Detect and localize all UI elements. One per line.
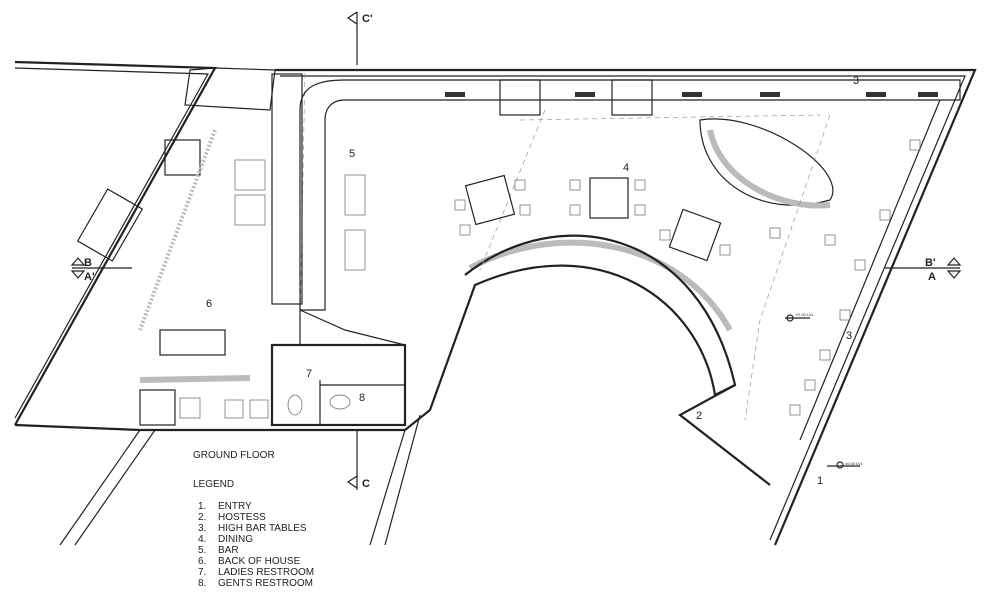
svg-text:BAR: BAR: [218, 545, 239, 556]
svg-text:B: B: [84, 257, 92, 269]
tag-back-of-house: 6: [206, 298, 212, 310]
svg-text:6.: 6.: [198, 556, 206, 567]
room-tags: 1 2 3 3 4 5 6 7 8: [206, 75, 859, 487]
svg-text:HOSTESS: HOSTESS: [218, 512, 266, 523]
svg-text:5.: 5.: [198, 545, 206, 556]
tag-gents: 8: [359, 392, 365, 404]
bar-counter: [234, 73, 961, 346]
dining-tables: [464, 79, 722, 262]
svg-text:LADIES RESTROOM: LADIES RESTROOM: [218, 567, 314, 578]
legend-item: 7. LADIES RESTROOM: [198, 567, 314, 578]
section-b-a-right: B' A: [885, 257, 962, 283]
chairs: [454, 139, 921, 416]
svg-text:8.: 8.: [198, 578, 206, 589]
zone-lines: [299, 69, 831, 421]
svg-text:C: C: [362, 478, 370, 490]
svg-text:DINING: DINING: [218, 534, 253, 545]
curved-partition: [404, 118, 834, 486]
tag-hostess: 2: [696, 410, 702, 422]
tag-high-bar-side: 3: [846, 330, 852, 342]
svg-text:±0.00 LVL: ±0.00 LVL: [845, 461, 864, 466]
svg-text:GENTS RESTROOM: GENTS RESTROOM: [218, 578, 313, 589]
svg-text:C': C': [362, 13, 373, 25]
svg-text:2.: 2.: [198, 512, 206, 523]
legend-item: 4. DINING: [198, 534, 253, 545]
high-bar-tables: [445, 92, 941, 441]
section-c-top: C': [346, 11, 373, 65]
restrooms: [270, 343, 407, 427]
tag-ladies: 7: [306, 368, 312, 380]
svg-text:BACK OF HOUSE: BACK OF HOUSE: [218, 556, 301, 567]
svg-text:A': A': [84, 271, 95, 283]
legend-item: 3. HIGH BAR TABLES: [198, 523, 307, 534]
tag-entry: 1: [817, 475, 823, 487]
legend-item: 2. HOSTESS: [198, 512, 266, 523]
svg-text:A: A: [928, 271, 936, 283]
legend: LEGEND 1. ENTRY 2. HOSTESS 3. HIGH BAR TABL…: [193, 479, 314, 589]
svg-text:HIGH BAR TABLES: HIGH BAR TABLES: [218, 523, 307, 534]
legend-item: 6. BACK OF HOUSE: [198, 556, 301, 567]
outer-walls: [14, 60, 977, 546]
svg-text:B': B': [925, 257, 936, 269]
legend-item: 1. ENTRY: [198, 501, 252, 512]
tag-dining: 4: [623, 162, 629, 174]
legend-item: 5. BAR: [198, 545, 239, 556]
tag-high-bar-top: 3: [853, 75, 859, 87]
tag-bar: 5: [349, 148, 355, 160]
drawing-title: GROUND FLOOR: [193, 450, 275, 461]
section-b-a-left: B A': [70, 257, 132, 283]
level-marker-entry: ±0.00 LVL: [827, 461, 864, 469]
section-c-bottom: C: [346, 430, 370, 490]
svg-text:4.: 4.: [198, 534, 206, 545]
svg-text:1.: 1.: [198, 501, 206, 512]
svg-text:ENTRY: ENTRY: [218, 501, 252, 512]
svg-text:3.: 3.: [198, 523, 206, 534]
kitchen-equipment: [76, 129, 269, 426]
svg-text:+0'.00 LVL: +0'.00 LVL: [795, 312, 815, 317]
legend-heading: LEGEND: [193, 479, 234, 490]
svg-text:7.: 7.: [198, 567, 206, 578]
legend-item: 8. GENTS RESTROOM: [198, 578, 313, 589]
level-marker-upper: +0'.00 LVL: [785, 312, 815, 322]
